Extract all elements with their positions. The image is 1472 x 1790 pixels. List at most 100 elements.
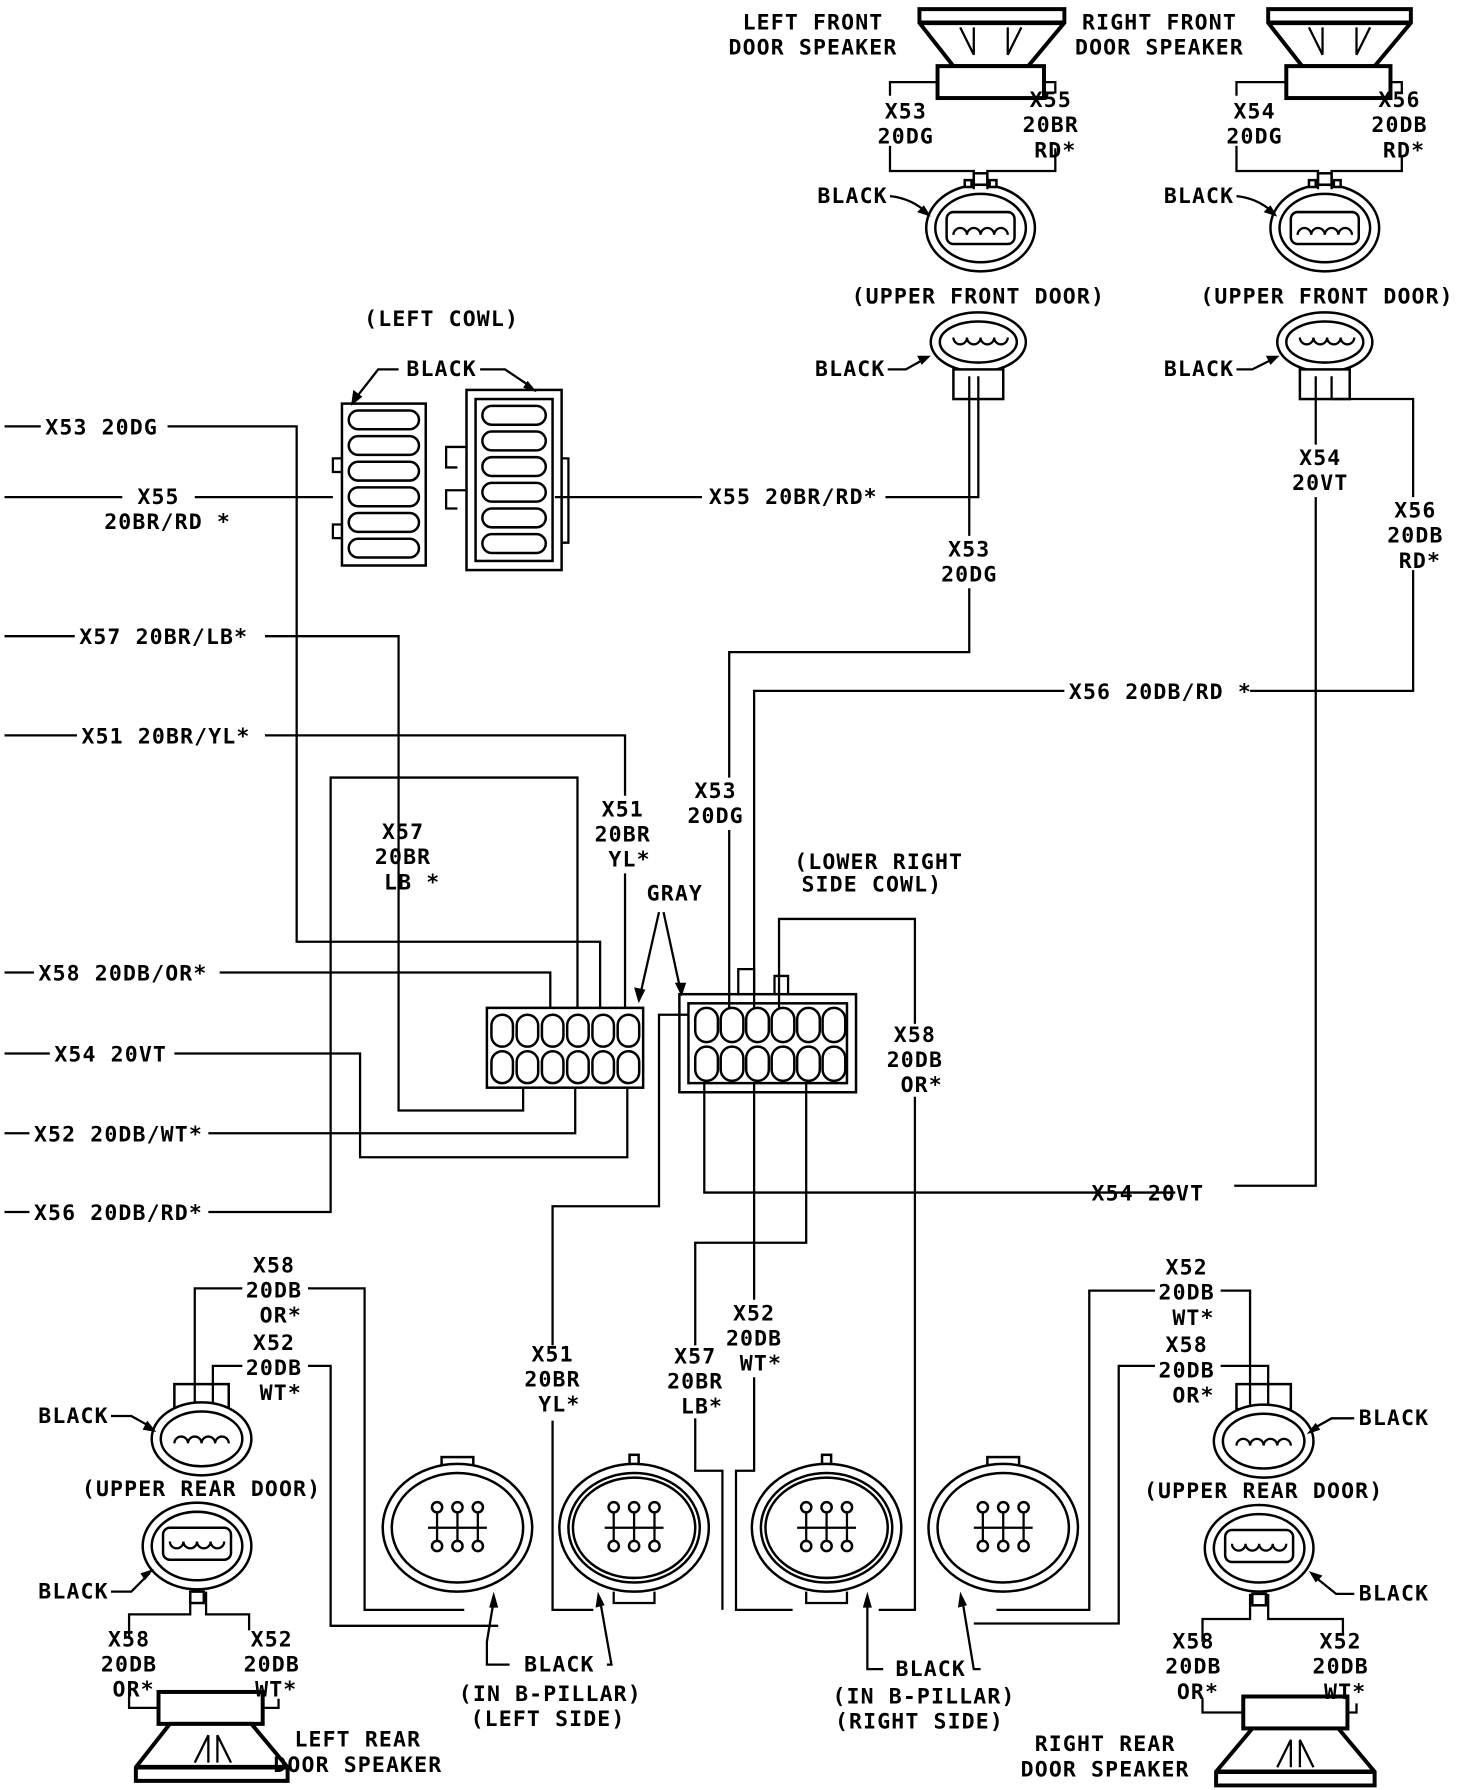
wire-label-x56-horiz: X56 20DB/RD * <box>1069 680 1252 705</box>
wire-label-x53-mid-circuit: X53 <box>948 537 990 562</box>
connector-cavity <box>515 1049 540 1085</box>
rf-pin-right-gauge: 20DB <box>1371 113 1427 138</box>
connector-cavity <box>693 1045 720 1083</box>
lf-pin-right-circuit: X55 <box>1030 88 1072 113</box>
wire-label-x53-center-circuit: X53 <box>694 779 736 804</box>
left-front-speaker-label-2: DOOR SPEAKER <box>729 36 898 61</box>
lf-pin-left-gauge: 20DG <box>878 125 934 150</box>
wire-label-x58-lr-circuit: X58 <box>253 1253 295 1278</box>
connector-cavity <box>481 532 548 555</box>
lf-pin-right-color: RD* <box>1034 138 1076 163</box>
right-upper-front-door-connector-top <box>1269 172 1381 273</box>
wire-label-x55-circuit: X55 <box>137 485 179 510</box>
connector-cavity <box>481 455 548 478</box>
black-label-rr-bottom: BLACK <box>1359 1582 1429 1607</box>
connector-cavity <box>591 1013 616 1048</box>
connector-cavity <box>616 1049 641 1085</box>
connector-cavity <box>347 434 421 457</box>
wire-label-x51-bottom-color: YL* <box>538 1392 580 1417</box>
left-cowl-connector-male <box>331 402 427 567</box>
b-pillar-left-connector-b <box>558 1453 711 1605</box>
wire-label-x55-color: 20BR/RD * <box>104 510 231 535</box>
rf-pin-left-gauge: 20DG <box>1226 125 1282 150</box>
wire-label-x51-bottom-gauge: 20BR <box>524 1367 580 1392</box>
wire-label-x52-bottom-circuit: X52 <box>733 1301 775 1326</box>
wire-label-x58-rr-gauge: 20DB <box>1158 1358 1214 1383</box>
wire-label-x52-bottom-color: WT* <box>740 1351 782 1376</box>
b-pillar-right-connector-b <box>927 1455 1080 1593</box>
lf-pin-left-circuit: X53 <box>885 100 927 125</box>
lf-pin-right-gauge: 20BR <box>1023 113 1079 138</box>
left-upper-front-door-connector-top <box>924 172 1037 273</box>
b-pillar-left-connector-a <box>381 1455 534 1593</box>
right-upper-front-door-connector-bottom <box>1275 311 1374 401</box>
rf-pin-right-circuit: X56 <box>1378 88 1420 113</box>
connector-cavity <box>821 1045 847 1083</box>
wire-label-x52-lr-gauge: 20DB <box>246 1356 302 1381</box>
wire-label-x54-right-circuit: X54 <box>1299 446 1341 471</box>
b-pillar-left-label-1: (IN B-PILLAR) <box>459 1682 642 1707</box>
connector-cavity <box>821 1006 847 1044</box>
rr-pin-left-circuit: X58 <box>1172 1630 1214 1655</box>
rf-pin-left-circuit: X54 <box>1233 100 1275 125</box>
lr-pin-left-gauge: 20DB <box>101 1652 157 1677</box>
left-front-speaker-label-1: LEFT FRONT <box>743 11 884 36</box>
connector-cavity <box>347 460 421 482</box>
wire-label-x58-lr-gauge: 20DB <box>246 1278 302 1303</box>
rr-pin-right-gauge: 20DB <box>1312 1655 1368 1680</box>
right-rear-speaker-label-2: DOOR SPEAKER <box>1021 1757 1190 1782</box>
connector-labels: BLACK (UPPER FRONT DOOR) BLACK BLACK (UP… <box>38 184 1452 1735</box>
lower-right-side-cowl-label-2: SIDE COWL) <box>801 873 942 898</box>
connector-cavity <box>481 404 548 426</box>
connector-cavity <box>565 1049 590 1085</box>
wire-label-x56-right-gauge: 20DB <box>1387 524 1443 549</box>
wire-label-x56: X56 20DB/RD* <box>34 1201 203 1226</box>
connector-cavity <box>744 1006 771 1044</box>
lr-pin-right-color: WT* <box>255 1677 297 1702</box>
wire-label-x53: X53 20DG <box>45 415 158 440</box>
wire-label-x52-rr-color: WT* <box>1172 1306 1214 1331</box>
connector-cavity <box>719 1006 745 1044</box>
wire-label-x53-mid-gauge: 20DG <box>941 562 997 587</box>
wire-label-x57-center-circuit: X57 <box>382 820 424 845</box>
connector-cavity <box>744 1045 771 1083</box>
wire-label-x58-center-color: OR* <box>901 1073 943 1098</box>
black-label-rf-top: BLACK <box>1164 184 1234 209</box>
b-pillar-right-label-2: (RIGHT SIDE) <box>835 1709 1004 1734</box>
b-pillar-right-label-1: (IN B-PILLAR) <box>832 1684 1015 1709</box>
wire-label-x51-bottom-circuit: X51 <box>531 1342 573 1367</box>
wire-label-x51-center-color: YL* <box>608 847 650 872</box>
wire-label-x56-right-color: RD* <box>1399 549 1441 574</box>
black-label-lf-bottom: BLACK <box>815 357 885 382</box>
right-front-speaker-label-2: DOOR SPEAKER <box>1075 36 1244 61</box>
rr-pin-left-color: OR* <box>1177 1680 1219 1705</box>
upper-front-door-label-left: (UPPER FRONT DOOR) <box>852 284 1105 309</box>
connector-cavity <box>591 1049 616 1085</box>
wire-label-x52-rr-gauge: 20DB <box>1158 1281 1214 1306</box>
rf-pin-right-color: RD* <box>1383 138 1425 163</box>
right-rear-speaker-icon <box>1214 1694 1377 1788</box>
connector-cavity <box>490 1049 515 1085</box>
black-label-bp-left: BLACK <box>524 1652 594 1677</box>
connector-cavity <box>719 1045 745 1083</box>
lr-pin-left-circuit: X58 <box>108 1627 150 1652</box>
left-upper-rear-door-connector-bottom <box>141 1501 253 1605</box>
wire-label-x58-rr-color: OR* <box>1172 1383 1214 1408</box>
rr-pin-right-color: WT* <box>1324 1680 1366 1705</box>
inline-wire-labels: X55 20BR/RD* X53 20DG X54 20VT X56 20DB … <box>246 446 1443 1420</box>
connector-cavity <box>347 511 421 534</box>
black-label-rr-top: BLACK <box>1359 1406 1429 1431</box>
wire-label-x58-center-gauge: 20DB <box>887 1048 943 1073</box>
wire-label-x51-center-gauge: 20BR <box>595 822 651 847</box>
lr-pin-right-circuit: X52 <box>251 1627 293 1652</box>
wire-label-x57-center-color: LB * <box>384 870 440 895</box>
right-front-speaker-icon <box>1266 7 1413 101</box>
rr-pin-left-gauge: 20DB <box>1165 1655 1221 1680</box>
connector-cavity <box>795 1045 822 1083</box>
connector-cavity <box>565 1013 590 1048</box>
right-rear-speaker-label-1: RIGHT REAR <box>1035 1732 1176 1757</box>
lr-pin-right-gauge: 20DB <box>244 1652 300 1677</box>
lower-right-side-cowl-label-1: (LOWER RIGHT <box>794 850 963 875</box>
connector-cavity <box>347 537 421 559</box>
